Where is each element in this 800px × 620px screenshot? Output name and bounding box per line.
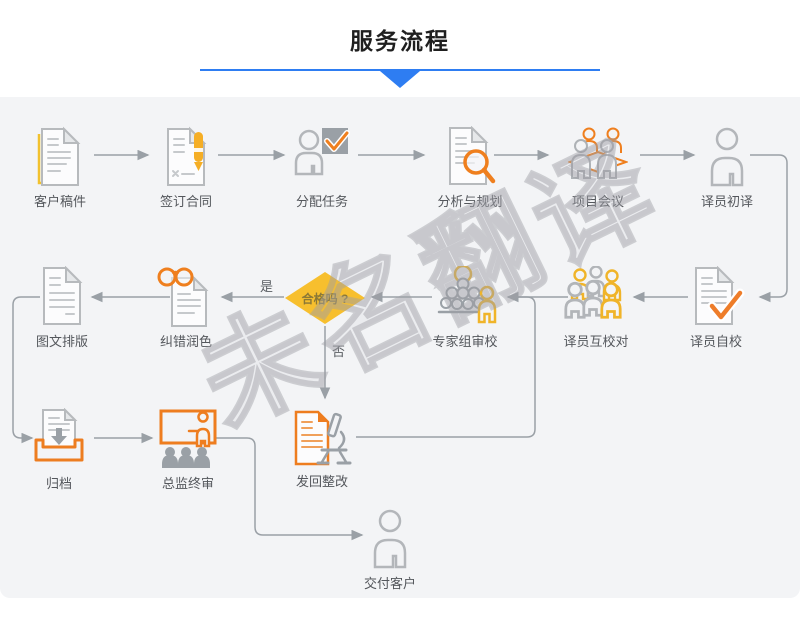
title-arrow-down-icon [380, 71, 420, 88]
node-label: 总监终审 [161, 476, 214, 491]
decision-yes-label: 是 [260, 279, 274, 294]
flow-node-expert-review: 专家组审校 [420, 266, 510, 350]
decision-label: 合格吗 ? [301, 291, 349, 306]
flow-node-sign-contract: 签订合同 [141, 126, 231, 210]
document-icon [32, 266, 92, 328]
people-group-icon [563, 266, 629, 328]
flow-node-analysis-planning: 分析与规划 [425, 126, 515, 210]
team-magnifier-icon [433, 266, 497, 328]
page-title: 服务流程 [350, 28, 450, 54]
flow-node-error-polish: 纠错润色 [141, 266, 231, 350]
node-label: 项目会议 [571, 194, 624, 209]
node-label: 发回整改 [295, 474, 348, 489]
node-label: 译员互校对 [563, 334, 629, 349]
flow-node-archive: 归档 [14, 408, 104, 492]
person-icon [697, 126, 757, 188]
decision-no-label: 否 [332, 344, 346, 359]
flow-node-cross-proofread: 译员互校对 [551, 266, 641, 350]
flow-node-layout: 图文排版 [17, 266, 107, 350]
document-check-icon [686, 266, 746, 328]
person-checkbox-icon [292, 126, 352, 188]
document-yellow-edge-icon [30, 126, 90, 188]
flow-node-initial-translation: 译员初译 [682, 126, 772, 210]
presentation-board-icon [158, 408, 218, 470]
page-header: 服务流程 [0, 0, 800, 97]
flow-node-director-final-review: 总监终审 [143, 408, 233, 492]
node-label: 译员自校 [689, 334, 742, 349]
node-label: 分析与规划 [437, 194, 503, 209]
node-label: 归档 [45, 476, 72, 491]
flow-node-customer-draft: 客户稿件 [15, 126, 105, 210]
title-underline [200, 69, 600, 71]
node-label: 签订合同 [159, 194, 212, 209]
node-label: 客户稿件 [33, 194, 86, 209]
document-glasses-icon [156, 266, 216, 328]
flow-node-send-back: 发回整改 [277, 406, 367, 490]
node-label: 交付客户 [363, 576, 416, 591]
flow-node-project-meeting: 项目会议 [553, 126, 643, 210]
flow-node-assign-tasks: 分配任务 [277, 126, 367, 210]
archive-tray-icon [29, 408, 89, 470]
node-label: 图文排版 [35, 334, 88, 349]
person-icon [360, 508, 420, 570]
node-label: 分配任务 [295, 194, 348, 209]
flow-decision-qualified: 合格吗 ? [285, 272, 365, 324]
meeting-table-icon [568, 126, 628, 188]
flow-node-deliver: 交付客户 [345, 508, 435, 592]
node-label: 纠错润色 [159, 334, 212, 349]
node-label: 译员初译 [700, 194, 753, 209]
flow-node-self-proofread: 译员自校 [671, 266, 761, 350]
document-magnifier-icon [440, 126, 500, 188]
document-pen-icon [156, 126, 216, 188]
node-label: 专家组审校 [432, 334, 498, 349]
document-microscope-icon [292, 406, 352, 468]
